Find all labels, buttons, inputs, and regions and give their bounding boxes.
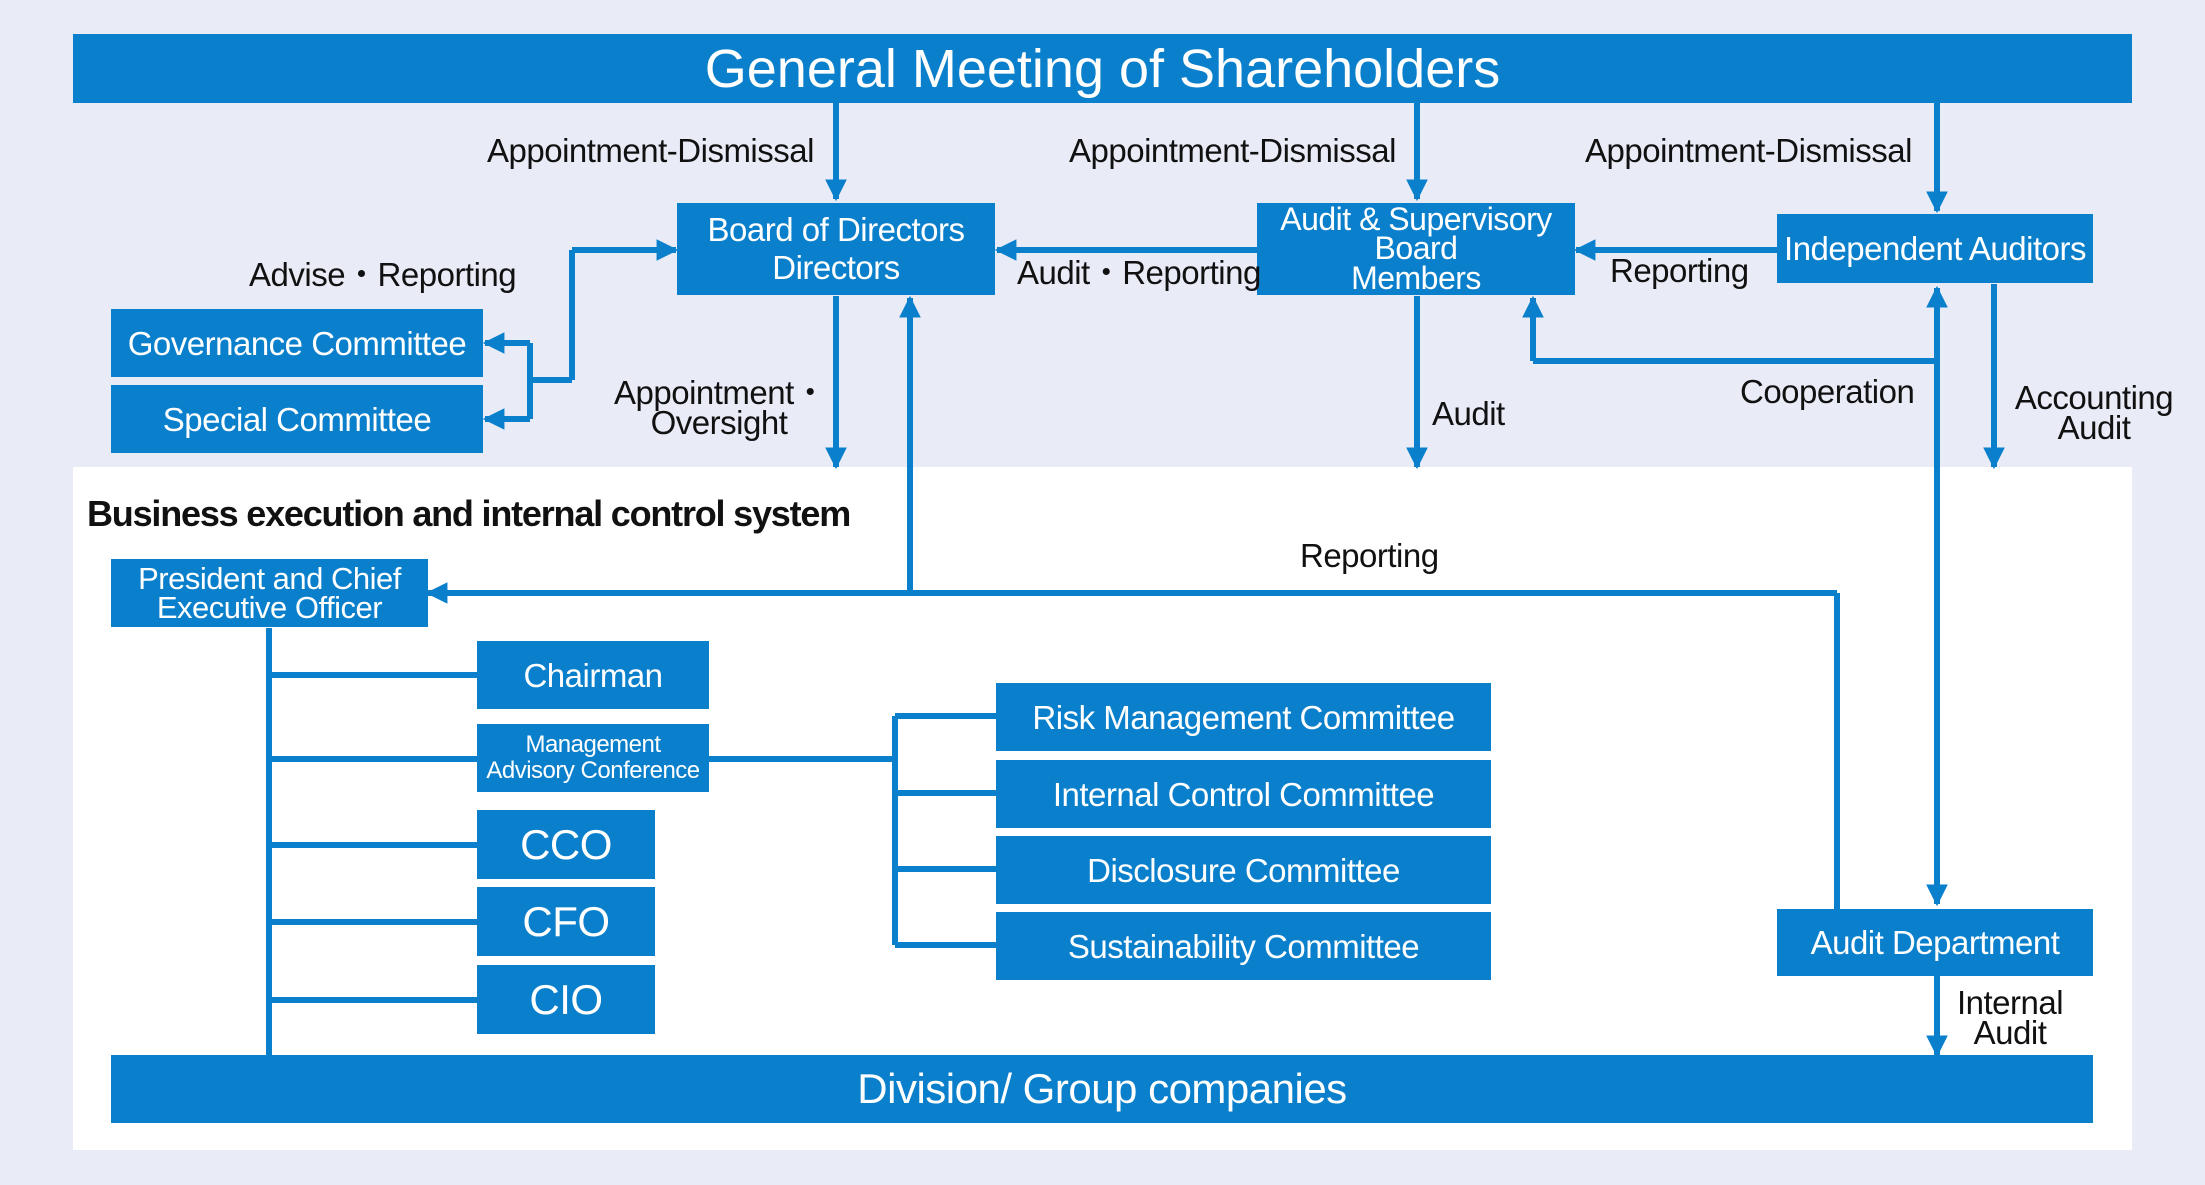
shareholders-box: General Meeting of Shareholders — [73, 34, 2132, 103]
independent-auditors-box: Independent Auditors — [1777, 214, 2093, 283]
label-audit-reporting: Audit・Reporting — [1017, 254, 1261, 291]
label-appointment-oversight: Appointment・ Oversight — [614, 374, 827, 441]
cfo-box: CFO — [477, 887, 655, 956]
label-reporting-auditors: Reporting — [1610, 252, 1749, 289]
label-appointment-dismissal-audit-board: Appointment-Dismissal — [1069, 132, 1396, 169]
cco-box: CCO — [477, 810, 655, 879]
risk-management-committee-box: Risk Management Committee — [996, 683, 1491, 751]
label-accounting-audit: Accounting Audit — [2014, 379, 2174, 446]
label-audit: Audit — [1432, 395, 1505, 432]
label-cooperation: Cooperation — [1740, 373, 1915, 410]
special-committee-box: Special Committee — [111, 385, 483, 453]
label-appointment-dismissal-auditors: Appointment-Dismissal — [1585, 132, 1912, 169]
audit-supervisory-board-box: Audit & Supervisory Board Members — [1257, 203, 1575, 295]
management-advisory-box: Management Advisory Conference — [477, 724, 709, 792]
label-advise-reporting: Advise・Reporting — [249, 256, 517, 293]
label-reporting-ceo: Reporting — [1300, 537, 1439, 574]
president-ceo-box: President and Chief Executive Officer — [111, 559, 428, 627]
board-of-directors-box: Board of Directors Directors — [677, 203, 995, 295]
section-title: Business execution and internal control … — [87, 493, 851, 534]
chairman-box: Chairman — [477, 641, 709, 709]
audit-department-box: Audit Department — [1777, 909, 2093, 976]
label-internal-audit: Internal Audit — [1956, 984, 2064, 1051]
division-group-companies-box: Division/ Group companies — [111, 1055, 2093, 1123]
governance-committee-box: Governance Committee — [111, 309, 483, 377]
internal-control-committee-box: Internal Control Committee — [996, 760, 1491, 828]
disclosure-committee-box: Disclosure Committee — [996, 836, 1491, 904]
label-appointment-dismissal-board: Appointment-Dismissal — [487, 132, 814, 169]
sustainability-committee-box: Sustainability Committee — [996, 912, 1491, 980]
cio-box: CIO — [477, 965, 655, 1034]
